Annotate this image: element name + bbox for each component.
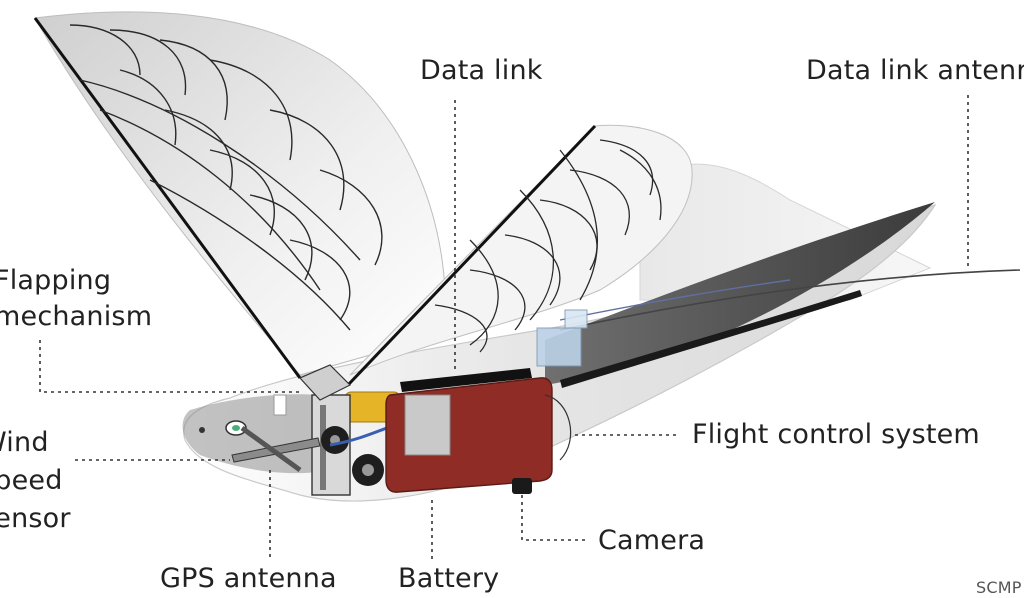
data-link-strip [400, 368, 532, 392]
camera [512, 478, 532, 494]
flight-control-box [385, 377, 572, 493]
nose-tab [273, 394, 287, 416]
label-flight-control: Flight control system [692, 419, 980, 450]
label-flapping-line1: Flapping [0, 265, 112, 296]
wind-speed-sensor [225, 420, 321, 473]
label-battery: Battery [398, 563, 500, 594]
label-data-link-antenna: Data link antenna [806, 55, 1024, 86]
left-wing [33, 11, 446, 379]
nose-dot [199, 427, 205, 433]
upper-cable [559, 279, 791, 321]
label-credit: SCMP [976, 578, 1022, 597]
label-data-link: Data link [420, 55, 543, 86]
label-camera: Camera [598, 525, 706, 556]
label-gps-antenna: GPS antenna [160, 563, 337, 594]
body-stripe [560, 290, 862, 388]
label-wind-line2: speed [0, 465, 63, 496]
data-link-module [536, 327, 582, 367]
nose-panel [182, 394, 330, 474]
leader-lines [39, 95, 969, 560]
label-wind-line1: Wind [0, 427, 49, 458]
right-wing [346, 124, 693, 387]
body-top-surface [545, 202, 935, 385]
label-wind-line3: sensor [0, 503, 71, 534]
label-flapping-line2: mechanism [0, 301, 153, 332]
data-link-antenna-wire [559, 269, 1021, 331]
